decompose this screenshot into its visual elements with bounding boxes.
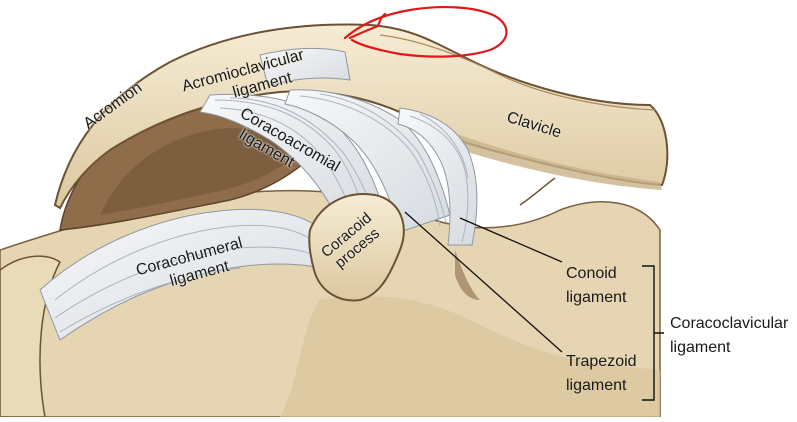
trapezoid-line2: ligament <box>566 377 627 394</box>
coracoclavicular-line1: Coracoclavicular <box>670 315 789 332</box>
trapezoid-leader-line <box>404 211 563 353</box>
coracoclavicular-bracket <box>642 265 664 401</box>
conoid-line1: Conoid <box>566 265 617 282</box>
cavity-inner-shadow <box>100 127 305 215</box>
conoid-ligament-band <box>397 107 478 246</box>
leader-lines <box>404 211 563 353</box>
annotation-circle <box>343 5 508 58</box>
conoid-leader-line <box>459 217 563 263</box>
coracoclavicular-line2: ligament <box>670 339 731 356</box>
clavicle-underside <box>440 128 662 190</box>
label-conoid-ligament: Conoid ligament <box>566 262 626 310</box>
coracoid-process-bone <box>308 193 405 302</box>
label-coracoclavicular-ligament: Coracoclavicular ligament <box>670 312 788 360</box>
coracohumeral-fibers <box>54 224 323 333</box>
groove-shadow <box>455 250 480 300</box>
label-trapezoid-ligament: Trapezoid ligament <box>566 350 637 398</box>
clavicle-contour <box>519 177 556 206</box>
trapezoid-line1: Trapezoid <box>566 353 637 370</box>
clavicle-edge <box>379 34 656 111</box>
conoid-line2: ligament <box>566 289 627 306</box>
scapula-shading <box>280 296 660 417</box>
acromioclavicular-ligament-band <box>259 47 351 87</box>
coracoclavicular-fibers <box>299 93 469 243</box>
